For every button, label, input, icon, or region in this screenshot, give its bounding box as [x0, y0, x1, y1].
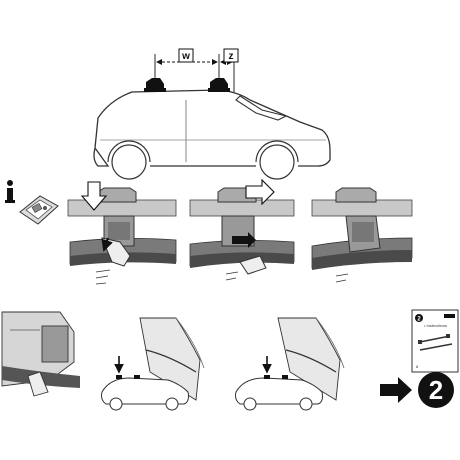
width-label: w — [181, 51, 190, 62]
rack-foot-rear — [208, 78, 230, 92]
manual-step-number: 2 — [417, 317, 421, 323]
detail-panel-left — [1, 311, 80, 397]
width-label-box: w — [178, 48, 194, 63]
fitting-kit-thumbnail — [19, 195, 59, 225]
mini-car-left — [101, 356, 189, 411]
arrow-right-icon — [380, 377, 412, 403]
step-panel-2 — [189, 178, 295, 281]
detail-panel-middle — [101, 317, 205, 411]
down-arrow-icon — [80, 181, 108, 211]
slide-arrow-icon — [245, 178, 275, 206]
step-number-badge — [418, 372, 454, 408]
detail-panel-right — [235, 317, 345, 411]
step-panel-3 — [311, 187, 413, 283]
mini-car-right — [235, 356, 323, 411]
instruction-manual-thumbnail: 2 • Instructions 8 — [411, 309, 459, 373]
step-panel-1 — [67, 181, 177, 285]
next-step-number: 2 — [429, 375, 443, 405]
offset-label-box: z — [223, 48, 239, 63]
offset-label: z — [229, 51, 234, 62]
rack-foot-front — [144, 78, 166, 92]
right-arrow-icon — [232, 232, 256, 248]
info-icon — [5, 180, 15, 203]
next-step-indicator: 2 — [380, 372, 454, 408]
manual-title: • Instructions — [424, 323, 447, 328]
car-side-view — [93, 89, 331, 180]
manual-footnote: 8 — [416, 364, 419, 369]
